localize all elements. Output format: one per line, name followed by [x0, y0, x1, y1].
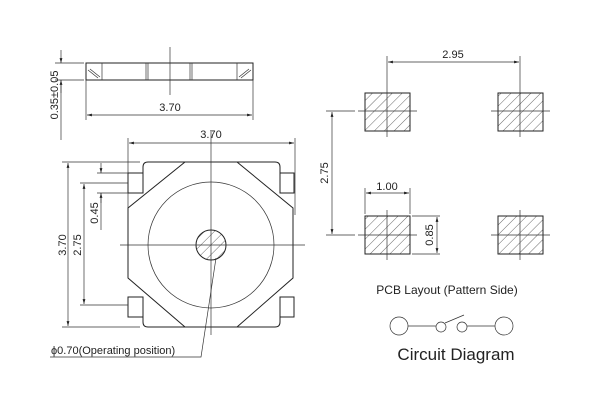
terminal-pad: [279, 296, 295, 318]
top-height-dimension: 3.70: [57, 234, 69, 255]
terminal-pad: [127, 296, 144, 318]
side-view: 0.35±0.05 3.70: [49, 47, 254, 140]
pcb-pitch-y-dimension: 2.75: [319, 162, 331, 183]
pcb-pad-width-dimension: 1.00: [376, 181, 397, 193]
pcb-layout-caption: PCB Layout (Pattern Side): [376, 283, 517, 297]
thickness-dimension: 0.35±0.05: [49, 71, 61, 120]
pcb-layout: 2.95 2.75 1.00 0.85 PCB Layout (Pattern …: [319, 49, 550, 297]
operating-position-label: ϕ0.70(Operating position): [51, 345, 175, 357]
side-width-dimension: 3.70: [159, 102, 180, 114]
circuit-diagram: Circuit Diagram: [389, 314, 515, 364]
pcb-pad-height-dimension: 0.85: [424, 224, 436, 245]
circuit-diagram-caption: Circuit Diagram: [397, 345, 514, 364]
terminal-width-dimension: 0.45: [89, 202, 101, 223]
pcb-pitch-x-dimension: 2.95: [442, 49, 463, 61]
pcb-pad: [364, 92, 411, 132]
terminal-pitch-dimension: 2.75: [72, 234, 84, 255]
terminal-pad: [127, 172, 144, 194]
top-view: 3.70 3.70 2.75 0.45 ϕ0.70(Operating posi…: [50, 129, 305, 358]
pcb-pad: [497, 92, 544, 132]
terminal-pad: [279, 172, 295, 194]
switch-contact: [444, 314, 465, 324]
